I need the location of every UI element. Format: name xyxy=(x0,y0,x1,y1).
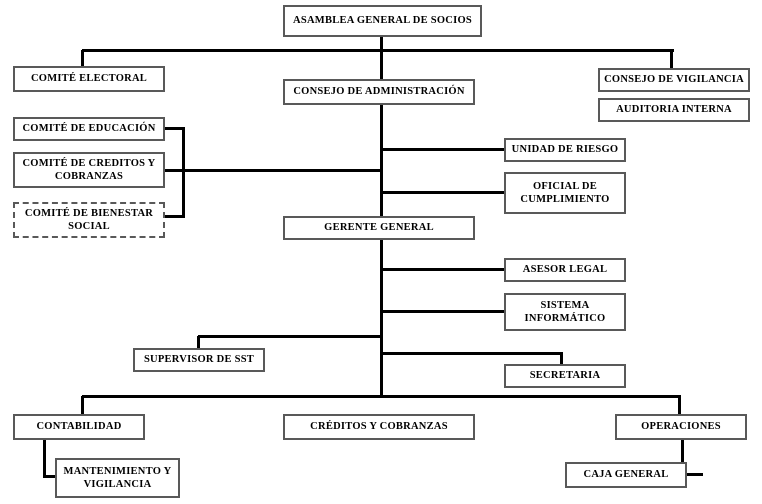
node-consejo-admin[interactable]: CONSEJO DE ADMINISTRACIÓN xyxy=(283,79,475,105)
node-label: SISTEMA INFORMÁTICO xyxy=(524,299,606,324)
connector-drop-comite-electoral xyxy=(80,50,84,67)
node-label: ASESOR LEGAL xyxy=(522,264,608,276)
node-supervisor[interactable]: SUPERVISOR DE SST xyxy=(133,348,265,372)
connector-drop-operaciones xyxy=(677,396,681,416)
node-label: OFICIAL DE CUMPLIMIENTO xyxy=(520,180,610,205)
node-label: CRÉDITOS Y COBRANZAS xyxy=(310,421,448,433)
node-contabilidad[interactable]: CONTABILIDAD xyxy=(13,414,145,440)
node-comite-cred[interactable]: COMITÉ DE CREDITOS Y COBRANZAS xyxy=(13,152,165,188)
connector-oper-to-caja xyxy=(685,472,703,476)
connector-drop-contabilidad xyxy=(80,396,84,416)
node-asesor-legal[interactable]: ASESOR LEGAL xyxy=(504,258,626,282)
node-label: OPERACIONES xyxy=(641,421,721,433)
node-gerente[interactable]: GERENTE GENERAL xyxy=(283,216,475,240)
node-consejo-vigil[interactable]: CONSEJO DE VIGILANCIA xyxy=(598,68,750,92)
node-label: CAJA GENERAL xyxy=(583,469,669,481)
node-label: CONTABILIDAD xyxy=(36,421,122,433)
node-label: SUPERVISOR DE SST xyxy=(143,354,255,366)
node-label: UNIDAD DE RIESGO xyxy=(511,144,619,156)
connector-spine-asamblea-down xyxy=(379,37,383,53)
node-label: MANTENIMIENTO Y VIGILANCIA xyxy=(63,465,172,490)
connector-bus-top xyxy=(82,48,674,52)
node-label: COMITÉ DE EDUCACIÓN xyxy=(22,123,156,135)
node-oficial-cump[interactable]: OFICIAL DE CUMPLIMIENTO xyxy=(504,172,626,214)
connector-sst-drop xyxy=(196,336,200,350)
node-label: ASAMBLEA GENERAL DE SOCIOS xyxy=(293,15,472,27)
node-comite-educ[interactable]: COMITÉ DE EDUCACIÓN xyxy=(13,117,165,141)
connector-oper-drop xyxy=(680,440,684,476)
connector-stub-unidad-riesgo xyxy=(381,147,506,151)
connector-secretaria-horizontal xyxy=(381,351,563,355)
connector-stub-oficial-cump xyxy=(381,190,506,194)
connector-left-stub-educacion xyxy=(163,126,185,130)
connector-left-to-spine xyxy=(163,168,383,172)
node-label: AUDITORIA INTERNA xyxy=(616,104,732,116)
node-label: COMITÉ DE CREDITOS Y COBRANZAS xyxy=(22,157,156,182)
node-unidad-riesgo[interactable]: UNIDAD DE RIESGO xyxy=(504,138,626,162)
node-caja-general[interactable]: CAJA GENERAL xyxy=(565,462,687,488)
connector-drop-consejo-vigil xyxy=(669,50,673,69)
node-label: GERENTE GENERAL xyxy=(324,222,434,234)
connector-left-stub-bienestar xyxy=(163,214,185,218)
connector-stub-asesor-legal xyxy=(381,267,506,271)
node-comite-bien[interactable]: COMITÉ DE BIENESTAR SOCIAL xyxy=(13,202,165,238)
connector-bus-bottom xyxy=(82,394,681,398)
node-label: CONSEJO DE VIGILANCIA xyxy=(604,74,744,86)
node-label: COMITÉ DE BIENESTAR SOCIAL xyxy=(24,207,154,232)
connector-left-bus-vert xyxy=(181,128,185,218)
node-mantenimiento[interactable]: MANTENIMIENTO Y VIGILANCIA xyxy=(55,458,180,498)
connector-cont-drop xyxy=(42,440,46,478)
connector-cont-to-mant xyxy=(44,474,58,478)
connector-sst-horizontal xyxy=(198,334,383,338)
node-operaciones[interactable]: OPERACIONES xyxy=(615,414,747,440)
node-asamblea[interactable]: ASAMBLEA GENERAL DE SOCIOS xyxy=(283,5,482,37)
node-label: COMITÉ ELECTORAL xyxy=(30,73,148,85)
node-label: SECRETARIA xyxy=(529,370,601,382)
connector-stub-sistema-inf xyxy=(381,309,506,313)
node-auditoria[interactable]: AUDITORIA INTERNA xyxy=(598,98,750,122)
node-secretaria[interactable]: SECRETARIA xyxy=(504,364,626,388)
node-creditos-cob[interactable]: CRÉDITOS Y COBRANZAS xyxy=(283,414,475,440)
node-sistema-inf[interactable]: SISTEMA INFORMÁTICO xyxy=(504,293,626,331)
node-label: CONSEJO DE ADMINISTRACIÓN xyxy=(293,86,465,98)
connector-secretaria-drop xyxy=(559,353,563,366)
node-comite-elect[interactable]: COMITÉ ELECTORAL xyxy=(13,66,165,92)
